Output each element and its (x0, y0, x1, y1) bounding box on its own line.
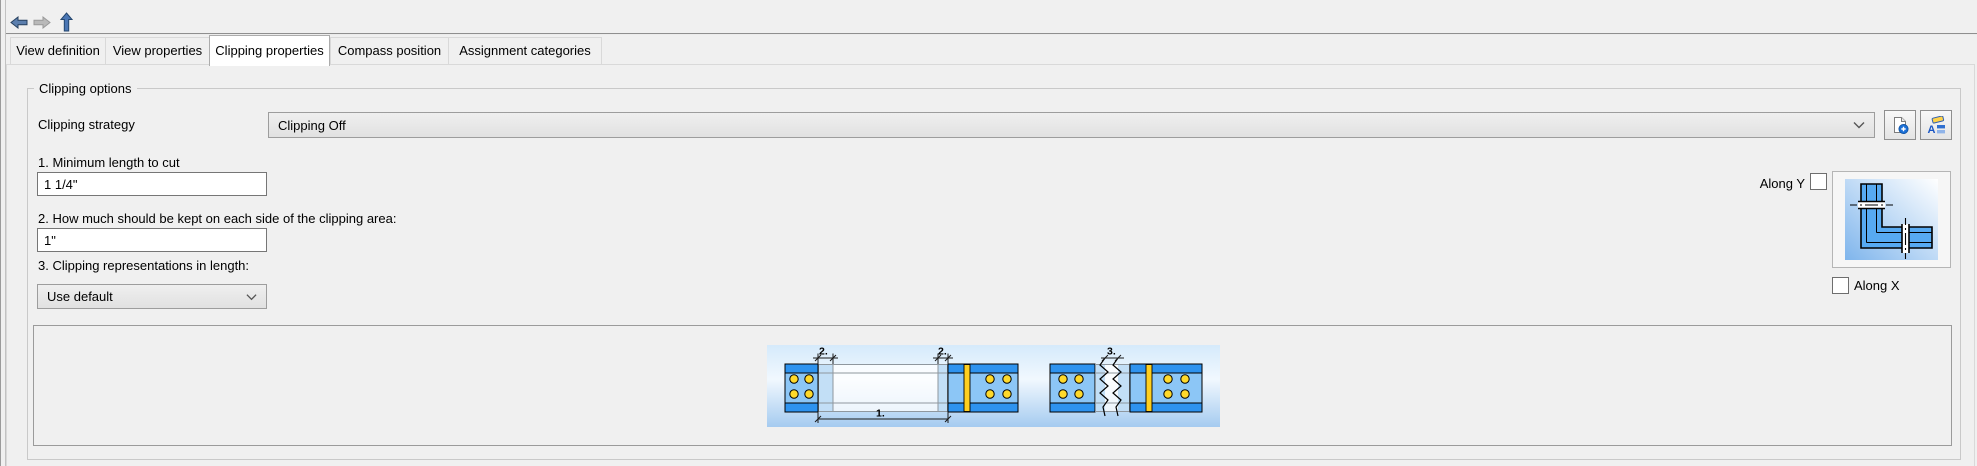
clipping-strategy-value: Clipping Off (278, 117, 346, 133)
svg-text:1.: 1. (876, 408, 885, 420)
tab-compass-position[interactable]: Compass position (330, 37, 449, 64)
chevron-down-icon (1853, 121, 1865, 129)
svg-text:3.: 3. (1107, 346, 1116, 358)
tab-view-properties[interactable]: View properties (105, 37, 210, 64)
back-arrow-icon (10, 15, 28, 29)
clipping-strategy-label: Clipping strategy (38, 117, 135, 132)
along-x-label: Along X (1854, 278, 1900, 293)
corner-clipping-preview-image (1845, 179, 1938, 260)
tab-assignment-categories[interactable]: Assignment categories (448, 37, 602, 64)
along-x-checkbox[interactable] (1832, 277, 1849, 294)
edit-strategies-button[interactable]: A (1920, 110, 1952, 140)
clipping-representations-dropdown[interactable]: Use default (37, 284, 267, 309)
along-y-label: Along Y (1759, 176, 1805, 191)
clipping-strategy-dropdown[interactable]: Clipping Off (268, 112, 1875, 138)
up-button[interactable] (55, 12, 77, 32)
clipping-options-group (27, 88, 1961, 460)
clipping-options-group-title: Clipping options (34, 81, 137, 96)
forward-button[interactable] (31, 12, 53, 32)
panel-splitter-line (0, 0, 1, 466)
minimum-length-label: 1. Minimum length to cut (38, 155, 180, 170)
panel-splitter-line2 (5, 0, 6, 466)
toolbar-separator (6, 33, 1977, 34)
tab-clipping-properties[interactable]: Clipping properties (209, 35, 330, 66)
new-document-icon (1893, 116, 1908, 134)
clipping-representations-label: 3. Clipping representations in length: (38, 258, 250, 273)
tab-view-definition[interactable]: View definition (10, 37, 106, 64)
clipping-direction-preview (1832, 171, 1951, 268)
svg-text:2.: 2. (938, 346, 947, 358)
toolbar-separator-highlight (6, 34, 1977, 35)
up-arrow-icon (59, 12, 73, 32)
clipping-representations-value: Use default (47, 289, 113, 304)
forward-arrow-icon (33, 15, 51, 29)
kept-each-side-label: 2. How much should be kept on each side … (38, 211, 397, 226)
svg-text:A: A (1927, 124, 1935, 135)
minimum-length-input[interactable] (37, 172, 267, 196)
svg-text:2.: 2. (819, 346, 828, 358)
navigation-toolbar (6, 6, 1977, 33)
edit-list-icon: A (1927, 115, 1945, 135)
chevron-down-icon (246, 293, 257, 301)
kept-each-side-input[interactable] (37, 228, 267, 252)
new-strategy-button[interactable] (1884, 110, 1916, 140)
along-y-checkbox[interactable] (1810, 173, 1827, 190)
back-button[interactable] (8, 12, 30, 32)
clipping-diagram-image: 2. 2. 1. 3. (767, 345, 1220, 427)
